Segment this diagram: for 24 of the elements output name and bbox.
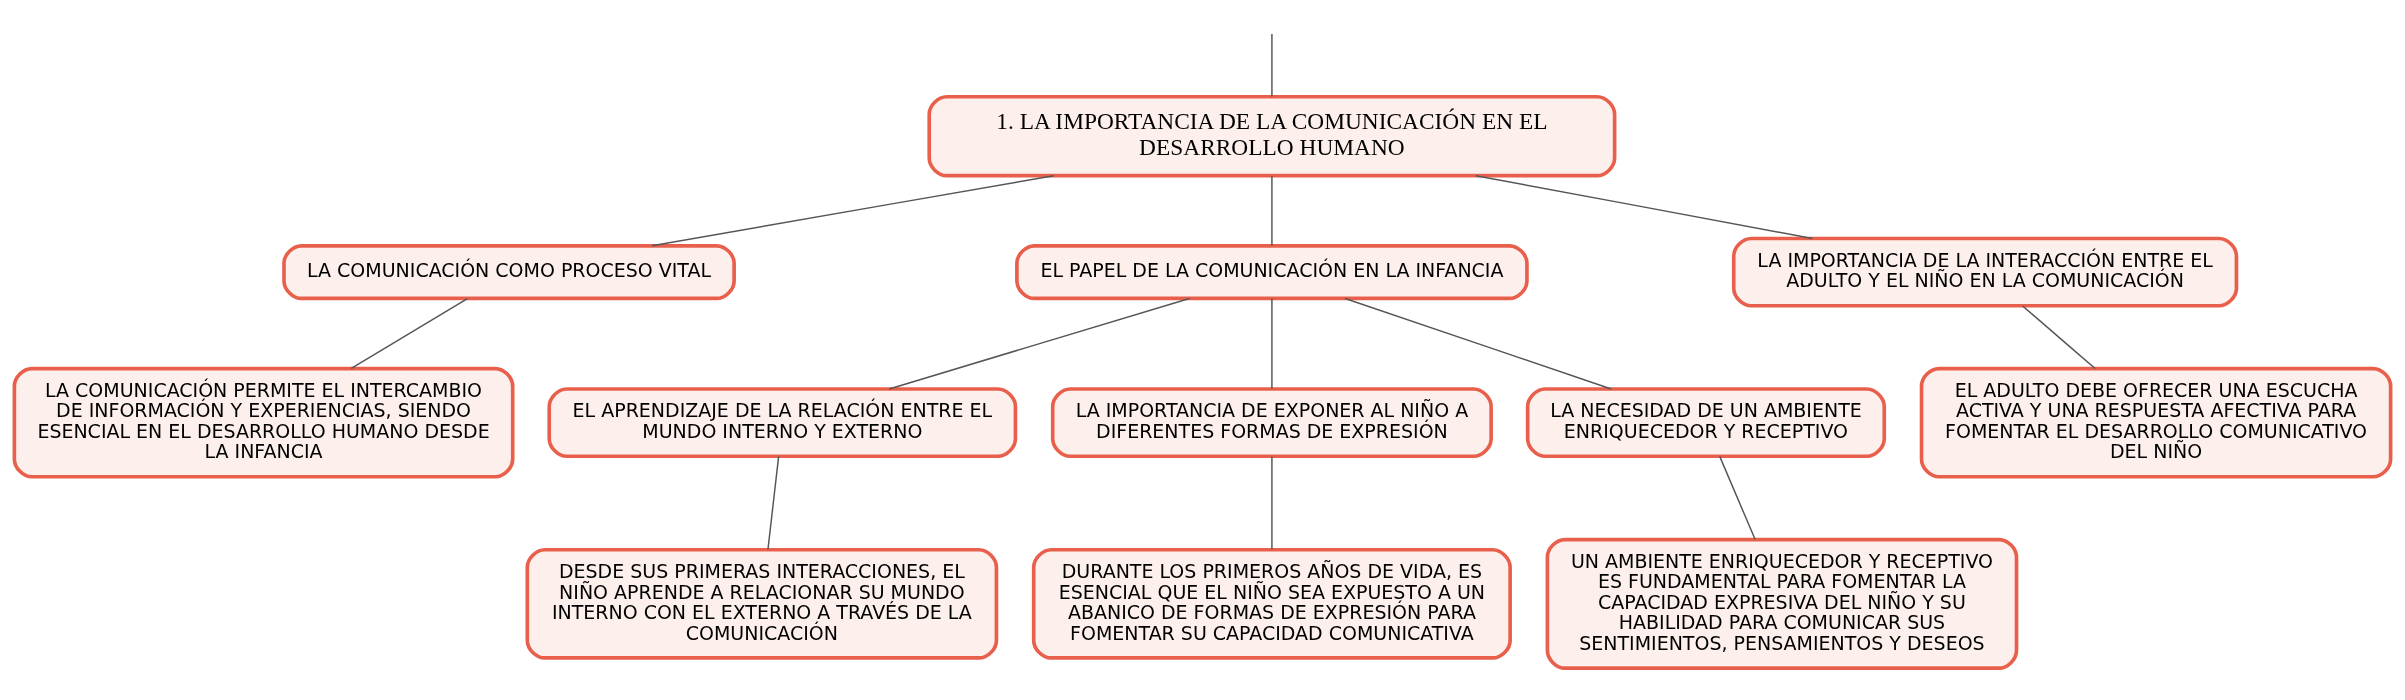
connector bbox=[350, 297, 469, 369]
connector bbox=[1271, 455, 1273, 550]
node-box: LA COMUNICACIÓN PERMITE EL INTERCAMBIO DE INFORMACIÓN Y EXPERIENCIAS, SIENDO ESENCIAL EN EL DESARROLLO HUMANO DESDE LA INFANCIA bbox=[12, 366, 515, 479]
connector bbox=[1271, 174, 1273, 246]
connector bbox=[767, 455, 780, 550]
connector bbox=[1271, 32, 1273, 97]
node-box: LA IMPORTANCIA DE LA INTERACCIÓN ENTRE EL ADULTO Y EL NIÑO EN LA COMUNICACIÓN bbox=[1731, 236, 2239, 308]
connector bbox=[1344, 297, 1612, 390]
connector bbox=[1475, 174, 1814, 239]
node-box: LA COMUNICACIÓN COMO PROCESO VITAL bbox=[282, 243, 736, 300]
connector bbox=[651, 174, 1055, 246]
connector bbox=[1271, 297, 1273, 389]
node-box: DESDE SUS PRIMERAS INTERACCIONES, EL NIÑO APRENDE A RELACIONAR SU MUNDO INTERNO CON EL EXTERNO A TRAVÉS DE LA COMUNICACIÓN bbox=[525, 547, 999, 660]
node-box: UN AMBIENTE ENRIQUECEDOR Y RECEPTIVO ES FUNDAMENTAL PARA FOMENTAR LA CAPACIDAD EXPRESIVA DEL NIÑO Y SU HABILIDAD PARA COMUNICAR SUS SENTIMIENTOS, PENSAMIENTOS Y DESEOS bbox=[1545, 537, 2019, 670]
connector bbox=[1719, 455, 1756, 540]
node-box: EL APRENDIZAJE DE LA RELACIÓN ENTRE EL MUNDO INTERNO Y EXTERNO bbox=[547, 386, 1018, 458]
connector bbox=[888, 297, 1191, 390]
node-box: EL PAPEL DE LA COMUNICACIÓN EN LA INFANCIA bbox=[1015, 243, 1529, 300]
node-box: EL ADULTO DEBE OFRECER UNA ESCUCHA ACTIVA Y UNA RESPUESTA AFECTIVA PARA FOMENTAR EL DESARROLLO COMUNICATIVO DEL NIÑO bbox=[1919, 366, 2393, 479]
node-box: 1. LA IMPORTANCIA DE LA COMUNICACIÓN EN EL DESARROLLO HUMANO bbox=[927, 94, 1617, 177]
node-box: LA IMPORTANCIA DE EXPONER AL NIÑO A DIFERENTES FORMAS DE EXPRESIÓN bbox=[1050, 386, 1493, 458]
node-box: LA NECESIDAD DE UN AMBIENTE ENRIQUECEDOR Y RECEPTIVO bbox=[1525, 386, 1887, 458]
connector bbox=[2021, 304, 2096, 369]
node-box: DURANTE LOS PRIMEROS AÑOS DE VIDA, ES ESENCIAL QUE EL NIÑO SEA EXPUESTO A UN ABANICO DE FORMAS DE EXPRESIÓN PARA FOMENTAR SU CAPACIDAD COMUNICATIVA bbox=[1031, 547, 1512, 660]
